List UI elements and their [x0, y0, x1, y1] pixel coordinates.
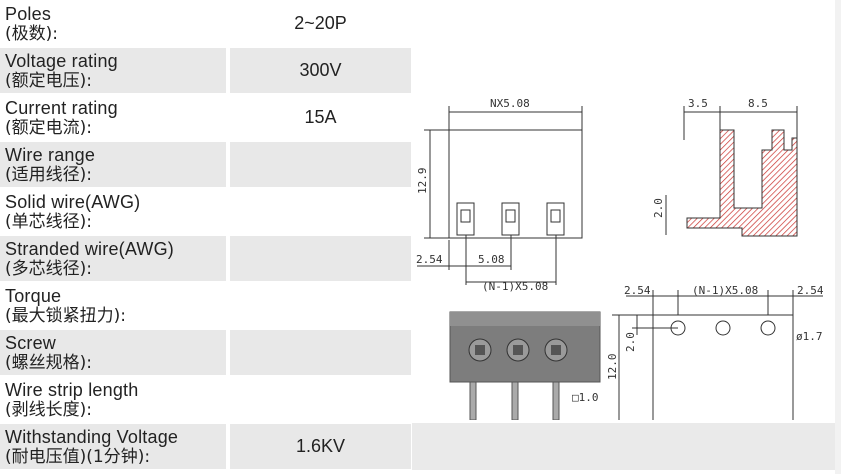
dim-side-b: 8.5	[748, 97, 768, 110]
dim-pcb-height: 12.0	[606, 354, 619, 381]
spec-label: Stranded wire(AWG) (多芯线径):	[0, 236, 226, 281]
spec-label-cn: (螺丝规格):	[5, 353, 92, 373]
spec-row-solid-wire: Solid wire(AWG) (单芯线径):	[0, 188, 412, 235]
dim-pcb-left: 2.54	[624, 284, 651, 297]
spec-label-cn: (极数):	[5, 24, 58, 44]
spec-label-en: Poles	[5, 4, 52, 24]
spec-label-en: Wire range	[5, 145, 96, 165]
spec-label-en: Voltage rating	[5, 51, 118, 71]
side-view-body-hatched	[686, 129, 798, 237]
spec-label-cn: (耐电压值)(1分钟):	[5, 447, 151, 467]
spec-value: 2~20P	[294, 13, 347, 33]
spec-label: Wire strip length (剥线长度):	[0, 377, 226, 422]
spec-label-cn: (剥线长度):	[5, 400, 92, 420]
right-edge-divider	[835, 0, 841, 474]
spec-label: Wire range (适用线径):	[0, 142, 226, 187]
spec-label-en: Solid wire(AWG)	[5, 192, 141, 212]
spec-label: Current rating (额定电流):	[0, 95, 226, 140]
bottom-shaded-strip	[412, 423, 835, 470]
spec-label-cn: (额定电压):	[5, 71, 92, 91]
dim-hole-diameter: ø1.7	[796, 330, 823, 343]
spec-value: 1.6KV	[230, 424, 411, 469]
spec-label-cn: (额定电流):	[5, 118, 92, 138]
spec-label-en: Current rating	[5, 98, 118, 118]
spec-value	[230, 142, 411, 187]
spec-label-cn: (多芯线径):	[5, 259, 92, 279]
dim-side-c: 2.0	[652, 198, 665, 218]
spec-label-cn: (单芯线径):	[5, 212, 92, 232]
dim-pcb-span: (N-1)X5.08	[692, 284, 758, 297]
dim-pitch-left: 2.54	[416, 253, 443, 266]
dim-front-height: 12.9	[416, 168, 429, 195]
spec-value: 300V	[230, 48, 411, 93]
drawing-canvas: NX5.08 12.9 2.54 5.08 (N-1)X5.08 3.5 8.5…	[416, 97, 824, 420]
spec-row-stranded-wire: Stranded wire(AWG) (多芯线径):	[0, 235, 412, 282]
spec-row-wire-range: Wire range (适用线径):	[0, 141, 412, 188]
dim-pcb-offset: 2.0	[624, 332, 637, 352]
spec-row-withstanding-voltage: Withstanding Voltage (耐电压值)(1分钟): 1.6KV	[0, 423, 412, 470]
spec-label-cn: (适用线径):	[5, 165, 92, 185]
spec-value	[230, 236, 411, 281]
dim-pcb-right: 2.54	[797, 284, 824, 297]
spec-value	[230, 283, 411, 328]
technical-drawings: NX5.08 12.9 2.54 5.08 (N-1)X5.08 3.5 8.5…	[412, 90, 835, 420]
dim-pin-size: □1.0	[572, 391, 599, 404]
spec-value	[230, 189, 411, 234]
spec-label-en: Wire strip length	[5, 380, 139, 400]
spec-table: Poles (极数): 2~20P Voltage rating (额定电压):…	[0, 0, 412, 470]
spec-value	[230, 377, 411, 422]
dim-front-width: NX5.08	[490, 97, 530, 110]
spec-label: Torque (最大锁紧扭力):	[0, 283, 226, 328]
spec-label-cn: (最大锁紧扭力):	[5, 306, 126, 326]
spec-row-strip-length: Wire strip length (剥线长度):	[0, 376, 412, 423]
spec-row-screw: Screw (螺丝规格):	[0, 329, 412, 376]
spec-row-current: Current rating (额定电流): 15A	[0, 94, 412, 141]
spec-label-en: Stranded wire(AWG)	[5, 239, 174, 259]
dim-pitch: 5.08	[478, 253, 505, 266]
spec-row-voltage: Voltage rating (额定电压): 300V	[0, 47, 412, 94]
spec-label: Poles (极数):	[0, 1, 226, 46]
spec-row-torque: Torque (最大锁紧扭力):	[0, 282, 412, 329]
dim-span: (N-1)X5.08	[482, 280, 548, 293]
spec-label-en: Torque	[5, 286, 62, 306]
spec-label: Screw (螺丝规格):	[0, 330, 226, 375]
spec-value	[230, 330, 411, 375]
front-view-drawing	[417, 106, 583, 285]
spec-label: Withstanding Voltage (耐电压值)(1分钟):	[0, 424, 226, 469]
dim-side-a: 3.5	[688, 97, 708, 110]
spec-value: 15A	[304, 107, 337, 127]
spec-row-poles: Poles (极数): 2~20P	[0, 0, 412, 47]
spec-label-en: Withstanding Voltage	[5, 427, 179, 447]
pcb-layout-drawing	[612, 290, 823, 420]
spec-label: Solid wire(AWG) (单芯线径):	[0, 189, 226, 234]
connector-render	[449, 311, 601, 420]
spec-label: Voltage rating (额定电压):	[0, 48, 226, 93]
spec-label-en: Screw	[5, 333, 57, 353]
side-view-drawing	[665, 106, 798, 235]
